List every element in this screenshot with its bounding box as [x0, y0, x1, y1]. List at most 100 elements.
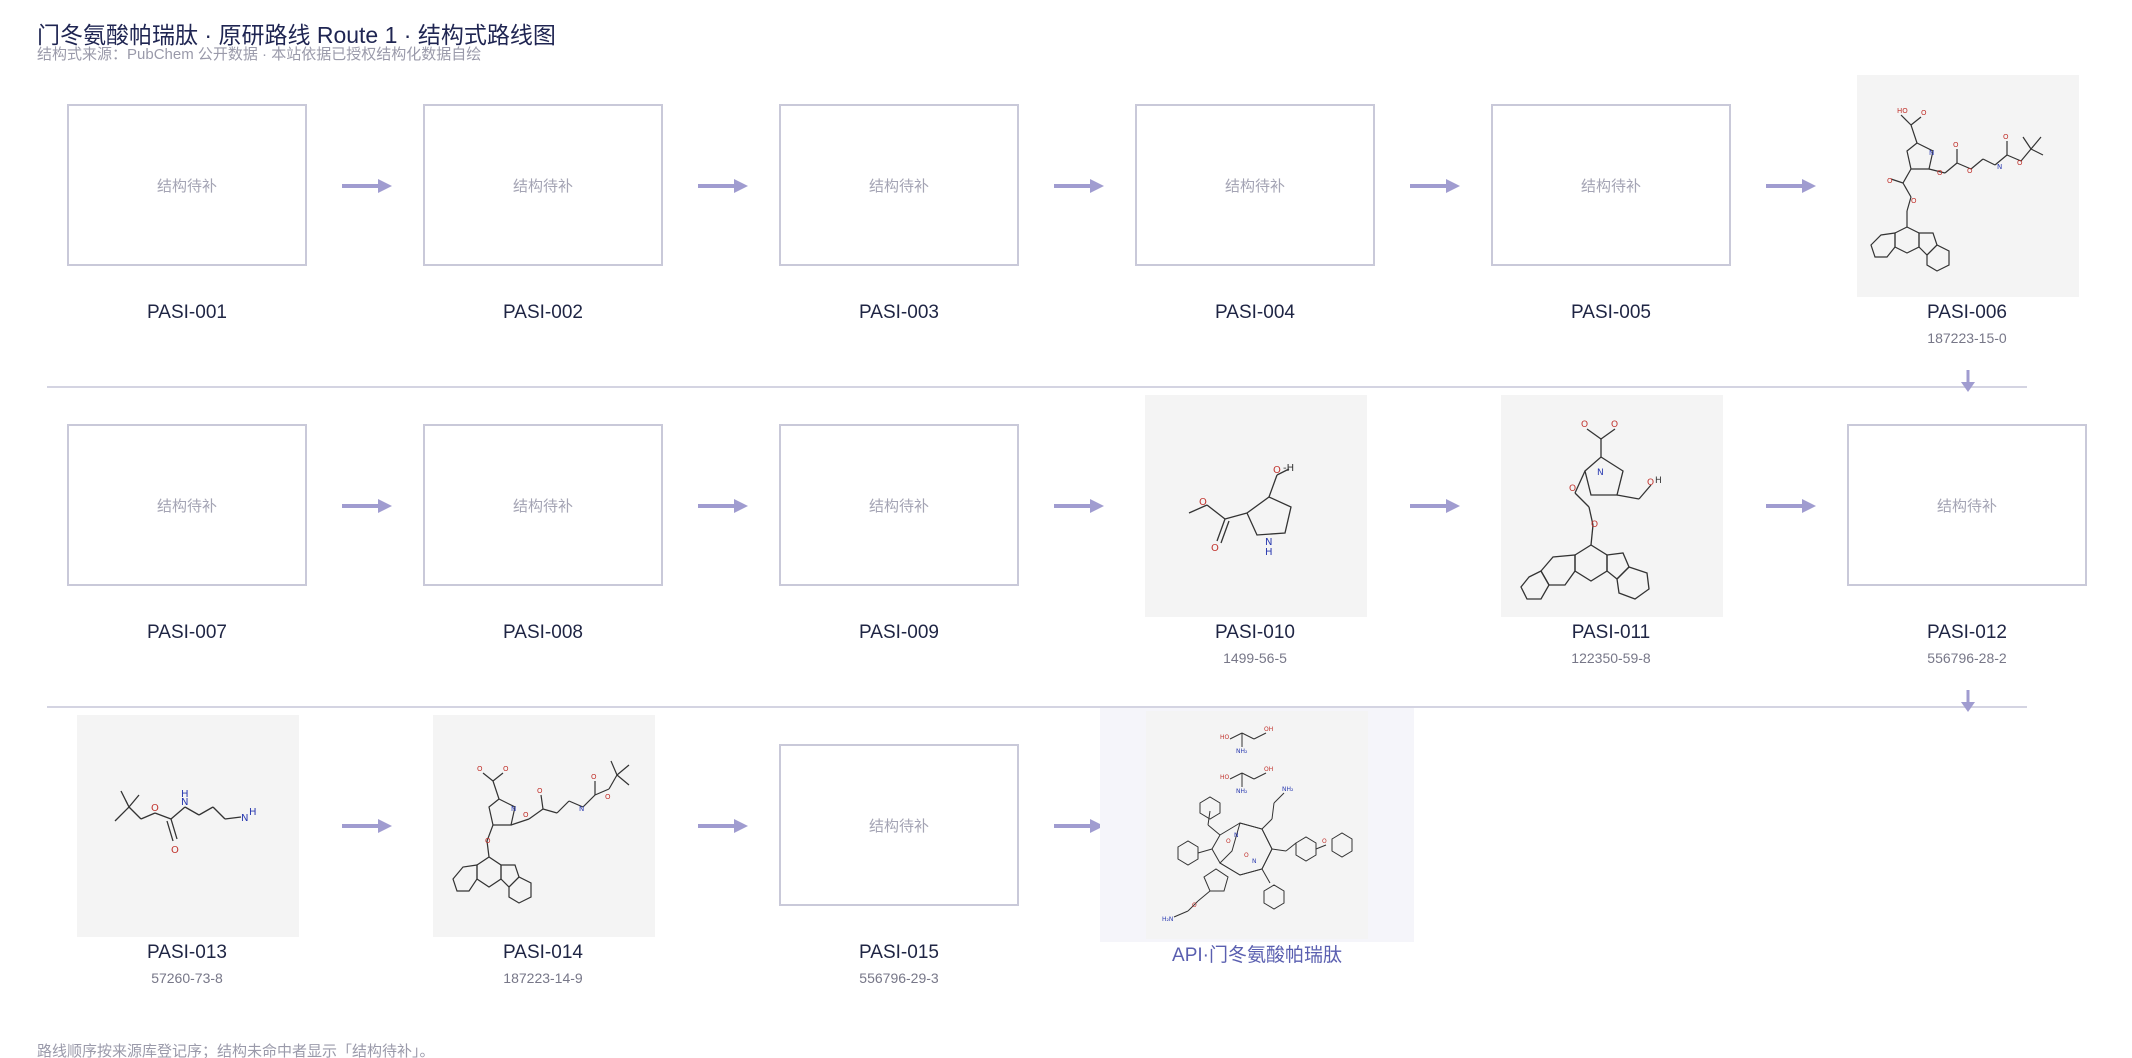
- structure-placeholder: 结构待补: [779, 424, 1019, 586]
- node-id: PASI-011: [1571, 622, 1651, 643]
- node-pasi-015[interactable]: 结构待补 PASI-015 556796-29-3: [779, 744, 1019, 1004]
- svg-text:O: O: [1591, 520, 1598, 530]
- route-arrow-9: [1410, 499, 1460, 513]
- structure-placeholder: 结构待补: [779, 104, 1019, 266]
- node-pasi-001[interactable]: 结构待补 PASI-001: [67, 104, 307, 334]
- structure-placeholder: 结构待补: [1135, 104, 1375, 266]
- svg-text:N: N: [241, 813, 248, 824]
- node-pasi-008[interactable]: 结构待补 PASI-008: [423, 424, 663, 654]
- node-id: PASI-004: [1215, 302, 1295, 323]
- route-arrow-1: [342, 179, 392, 193]
- svg-text:H: H: [1265, 547, 1273, 558]
- svg-text:O: O: [171, 845, 179, 856]
- node-id: PASI-003: [859, 302, 939, 323]
- placeholder-label: 结构待补: [868, 497, 929, 515]
- placeholder-label: 结构待补: [868, 817, 929, 835]
- route-arrow-7: [698, 499, 748, 513]
- node-pasi-012[interactable]: 结构待补 PASI-012 556796-28-2: [1847, 424, 2087, 684]
- node-id: PASI-010: [1215, 622, 1295, 643]
- svg-text:O: O: [477, 765, 483, 773]
- svg-text:N: N: [1252, 858, 1257, 865]
- node-cas: 187223-15-0: [1927, 330, 2007, 346]
- structure-placeholder: 结构待补: [423, 424, 663, 586]
- route-arrow-3: [1054, 179, 1104, 193]
- node-pasi-004[interactable]: 结构待补 PASI-004: [1135, 104, 1375, 334]
- svg-text:N: N: [579, 805, 584, 813]
- node-id: PASI-008: [503, 622, 583, 643]
- node-pasi-002[interactable]: 结构待补 PASI-002: [423, 104, 663, 334]
- svg-text:H: H: [249, 807, 257, 818]
- placeholder-label: 结构待补: [512, 497, 573, 515]
- structure-placeholder: 结构待补: [1491, 104, 1731, 266]
- svg-text:H₂N: H₂N: [1162, 916, 1173, 923]
- node-id: PASI-002: [503, 302, 583, 323]
- row-separator-line: [47, 706, 2027, 708]
- route-arrow-6: [342, 499, 392, 513]
- svg-text:O: O: [1244, 852, 1249, 859]
- svg-text:N: N: [511, 805, 516, 813]
- svg-text:O: O: [1569, 484, 1576, 494]
- placeholder-label: 结构待补: [1224, 177, 1285, 195]
- svg-text:O: O: [1273, 465, 1281, 476]
- svg-text:O: O: [1611, 420, 1618, 430]
- svg-text:O: O: [1211, 543, 1219, 554]
- svg-text:O: O: [1921, 109, 1927, 117]
- route-arrow-2: [698, 179, 748, 193]
- svg-text:H: H: [1655, 476, 1662, 486]
- svg-text:N: N: [1234, 832, 1239, 839]
- structure-placeholder: 结构待补: [67, 104, 307, 266]
- svg-text:O: O: [503, 765, 509, 773]
- placeholder-label: 结构待补: [1580, 177, 1641, 195]
- svg-text:H: H: [181, 789, 189, 800]
- svg-text:O: O: [1192, 902, 1197, 909]
- node-id: PASI-005: [1571, 302, 1651, 323]
- node-id: PASI-006: [1927, 302, 2007, 323]
- svg-text:N: N: [181, 797, 188, 808]
- route-arrow-13: [1054, 819, 1104, 833]
- svg-text:O: O: [1199, 497, 1207, 508]
- svg-text:O: O: [1911, 197, 1917, 205]
- svg-text:O: O: [1967, 167, 1973, 175]
- svg-text:O: O: [605, 793, 611, 801]
- route-arrow-10: [1766, 499, 1816, 513]
- svg-text:O: O: [1226, 838, 1231, 845]
- svg-text:OH: OH: [1264, 726, 1273, 733]
- node-id: PASI-001: [147, 302, 227, 323]
- node-id: PASI-007: [147, 622, 227, 643]
- node-pasi-005[interactable]: 结构待补 PASI-005: [1491, 104, 1731, 334]
- svg-text:N: N: [1597, 468, 1604, 478]
- node-cas: 1499-56-5: [1223, 650, 1287, 666]
- node-id: PASI-015: [859, 942, 939, 963]
- svg-text:-H: -H: [1283, 463, 1294, 474]
- route-arrow-8: [1054, 499, 1104, 513]
- node-cas: 556796-29-3: [859, 970, 939, 986]
- svg-text:O: O: [591, 773, 597, 781]
- svg-text:O: O: [1937, 169, 1943, 177]
- svg-text:O: O: [1887, 177, 1893, 185]
- svg-text:O: O: [1647, 478, 1654, 488]
- node-pasi-009[interactable]: 结构待补 PASI-009: [779, 424, 1019, 654]
- structure-placeholder: 结构待补: [423, 104, 663, 266]
- route-arrow-11: [342, 819, 392, 833]
- node-cas: 187223-14-9: [503, 970, 583, 986]
- route-arrow-12: [698, 819, 748, 833]
- node-cas: 122350-59-8: [1571, 650, 1651, 666]
- molecule-structure-icon: OO NH NH: [114, 789, 257, 856]
- node-pasi-007[interactable]: 结构待补 PASI-007: [67, 424, 307, 654]
- svg-text:O: O: [1953, 141, 1959, 149]
- node-id: PASI-013: [147, 942, 227, 963]
- svg-text:O: O: [523, 811, 529, 819]
- node-pasi-003[interactable]: 结构待补 PASI-003: [779, 104, 1019, 334]
